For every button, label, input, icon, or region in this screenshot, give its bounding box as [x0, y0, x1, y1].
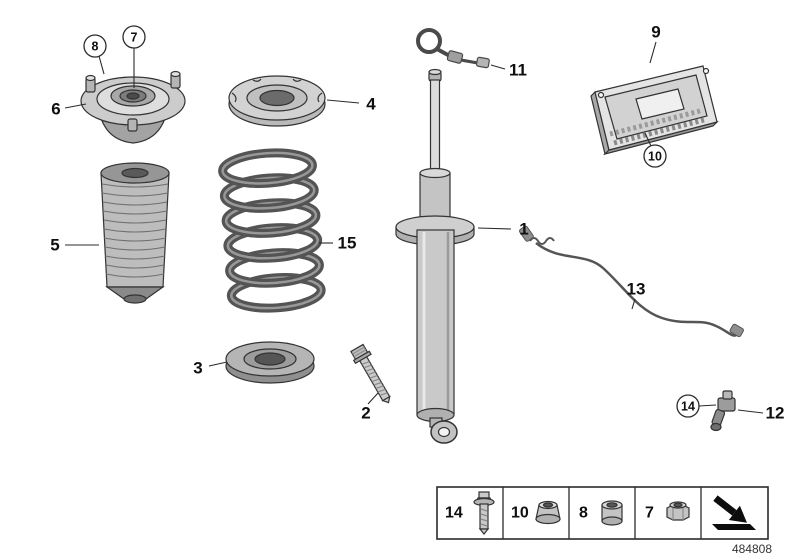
- callout-14[interactable]: 14: [676, 394, 717, 418]
- legend-10-label: 10: [511, 505, 529, 522]
- callout-8[interactable]: 8: [83, 34, 107, 75]
- coil-spring-drawing: [218, 148, 326, 313]
- abs-sensor-drawing: [416, 28, 490, 69]
- legend-14-label: 14: [445, 505, 463, 522]
- callout-13-label[interactable]: 13: [627, 280, 646, 299]
- callout-14-circle[interactable]: [676, 394, 700, 418]
- callout-15[interactable]: 15: [319, 234, 356, 253]
- legend-cell-10: 10: [511, 500, 561, 525]
- callout-4-label[interactable]: 4: [366, 95, 376, 114]
- bolt-drawing: [350, 343, 391, 404]
- callout-9-label[interactable]: 9: [651, 23, 660, 42]
- legend-cell-7: 7: [645, 501, 690, 522]
- control-unit-drawing: [590, 65, 719, 156]
- callout-4[interactable]: 4: [326, 95, 376, 114]
- legend-8-label: 8: [579, 505, 588, 522]
- callout-7-circle[interactable]: [122, 25, 146, 49]
- callout-7-label[interactable]: 7: [131, 31, 138, 45]
- callout-6-label[interactable]: 6: [51, 100, 60, 119]
- callout-10-label[interactable]: 10: [648, 150, 662, 164]
- callout-10[interactable]: 10: [643, 132, 667, 168]
- callout-1[interactable]: 1: [477, 220, 529, 239]
- callout-8-label[interactable]: 8: [92, 40, 99, 54]
- dust-boot-drawing: [100, 162, 170, 304]
- wear-sensor-cable-drawing: [518, 225, 744, 338]
- callout-5[interactable]: 5: [50, 236, 99, 255]
- legend-7-label: 7: [645, 505, 654, 522]
- callout-11-label[interactable]: 11: [509, 61, 527, 80]
- legend-cell-8: 8: [579, 500, 623, 526]
- callout-1-label[interactable]: 1: [519, 220, 528, 239]
- hex-nut-icon: [666, 501, 690, 521]
- callout-12[interactable]: 12: [737, 404, 785, 423]
- callout-9[interactable]: 9: [649, 23, 661, 64]
- diagram-number: 484808: [732, 542, 772, 556]
- callout-10-circle[interactable]: [643, 144, 667, 168]
- upper-spring-pad-drawing: [228, 75, 326, 127]
- legend-cell-direction: [712, 495, 756, 530]
- legend-cell-14: 14: [445, 491, 495, 535]
- callout-8-circle[interactable]: [83, 34, 107, 58]
- flange-screw-icon: [473, 491, 495, 535]
- callout-13[interactable]: 13: [627, 280, 646, 310]
- pad-wear-sensor-drawing: [710, 390, 736, 432]
- strut-support-bearing-drawing: [80, 70, 186, 144]
- callout-14-label[interactable]: 14: [681, 400, 695, 414]
- round-nut-icon: [601, 500, 623, 526]
- callout-5-label[interactable]: 5: [50, 236, 59, 255]
- callout-12-label[interactable]: 12: [766, 404, 785, 423]
- callout-2[interactable]: 2: [361, 392, 379, 423]
- shock-absorber-drawing: [395, 68, 475, 444]
- callout-2-label[interactable]: 2: [361, 404, 370, 423]
- callout-11[interactable]: 11: [490, 61, 527, 80]
- lower-spring-pad-drawing: [225, 341, 315, 384]
- callout-3[interactable]: 3: [193, 359, 228, 378]
- legend: 14 10 8: [436, 486, 769, 540]
- callout-15-label[interactable]: 15: [338, 234, 357, 253]
- callout-3-label[interactable]: 3: [193, 359, 202, 378]
- flange-nut-icon: [535, 500, 561, 525]
- direction-arrow-icon: [712, 495, 756, 530]
- callout-6[interactable]: 6: [51, 100, 87, 119]
- callout-7[interactable]: 7: [122, 25, 146, 88]
